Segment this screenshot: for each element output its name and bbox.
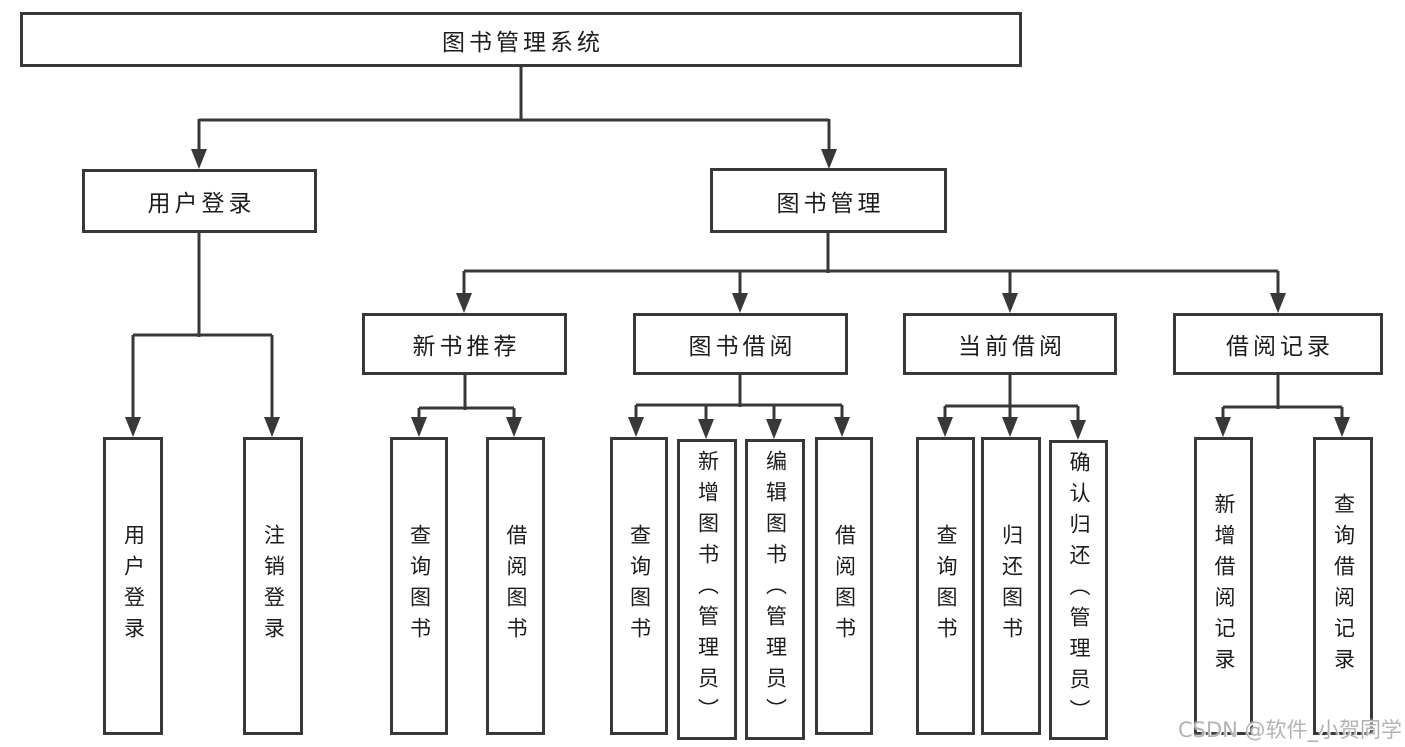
leaf-current-return-books-label: 归还图书 <box>999 524 1024 648</box>
leaf-borrow-add-books-admin-label: 新增图书（管理员） <box>695 450 720 729</box>
node-borrow-records: 借阅记录 <box>1173 313 1383 375</box>
leaf-records-add-record-label: 新增借阅记录 <box>1212 493 1236 679</box>
leaf-borrow-edit-books-admin: 编辑图书（管理员） <box>745 439 805 740</box>
leaf-current-query-books-label: 查询图书 <box>934 524 958 648</box>
leaf-user-login-label: 用户登录 <box>121 524 146 648</box>
leaf-current-return-books: 归还图书 <box>981 437 1041 735</box>
node-book-borrow: 图书借阅 <box>633 313 848 375</box>
node-book-management-label: 图书管理 <box>776 190 885 217</box>
leaf-borrow-edit-books-admin-label: 编辑图书（管理员） <box>763 450 788 729</box>
leaf-recommend-query-books: 查询图书 <box>390 437 448 735</box>
leaf-recommend-borrow-books-label: 借阅图书 <box>504 524 528 648</box>
leaf-borrow-borrow-books: 借阅图书 <box>815 437 873 735</box>
leaf-borrow-query-books-label: 查询图书 <box>627 524 652 648</box>
node-new-book-recommend-label: 新书推荐 <box>412 334 521 360</box>
node-book-management: 图书管理 <box>710 168 947 233</box>
leaf-records-query-record-label: 查询借阅记录 <box>1331 493 1356 679</box>
leaf-recommend-borrow-books: 借阅图书 <box>486 437 545 735</box>
leaf-user-login: 用户登录 <box>103 437 163 735</box>
leaf-records-add-record: 新增借阅记录 <box>1194 437 1253 735</box>
node-borrow-records-label: 借阅记录 <box>1226 334 1334 360</box>
node-user-login: 用户登录 <box>82 169 317 233</box>
leaf-borrow-query-books: 查询图书 <box>610 437 668 735</box>
node-user-login-label: 用户登录 <box>147 191 256 217</box>
node-book-borrow-label: 图书借阅 <box>688 334 797 360</box>
node-root-label: 图书管理系统 <box>442 29 604 56</box>
leaf-records-query-record: 查询借阅记录 <box>1313 437 1373 735</box>
leaf-borrow-borrow-books-label: 借阅图书 <box>832 524 857 648</box>
leaf-current-confirm-return-admin-label: 确认归还（管理员） <box>1067 450 1091 730</box>
node-current-borrow: 当前借阅 <box>903 313 1117 375</box>
leaf-current-query-books: 查询图书 <box>916 437 975 735</box>
leaf-current-confirm-return-admin: 确认归还（管理员） <box>1049 440 1108 740</box>
leaf-logout-label: 注销登录 <box>261 524 286 648</box>
node-root: 图书管理系统 <box>20 12 1022 67</box>
leaf-recommend-query-books-label: 查询图书 <box>407 524 432 648</box>
node-current-borrow-label: 当前借阅 <box>958 334 1066 360</box>
watermark: CSDN @软件_小贺同学 <box>1178 718 1403 742</box>
node-new-book-recommend: 新书推荐 <box>362 313 567 375</box>
leaf-borrow-add-books-admin: 新增图书（管理员） <box>677 439 737 740</box>
leaf-logout: 注销登录 <box>243 437 303 735</box>
